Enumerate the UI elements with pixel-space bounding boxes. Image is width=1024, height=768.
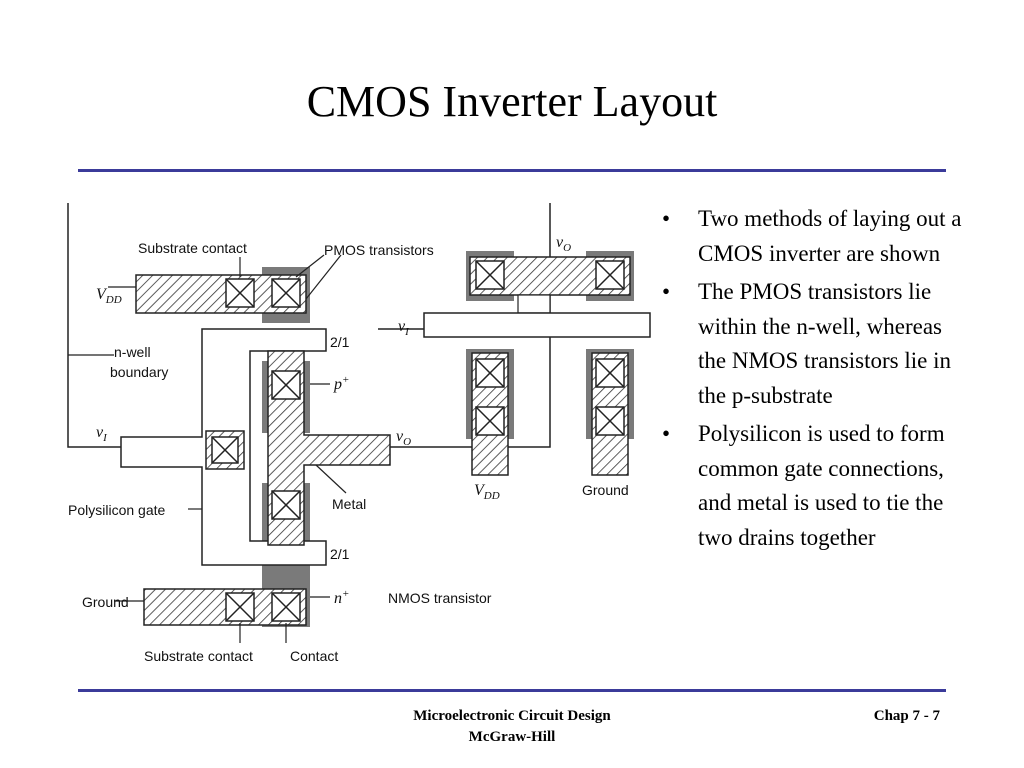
label-p-plus: p+: [333, 374, 349, 393]
label-vdd-left: VDD: [96, 286, 122, 306]
label-vo-right: vO: [556, 234, 571, 254]
label-n-plus: n+: [334, 588, 349, 607]
bullet-item: Two methods of laying out a CMOS inverte…: [662, 202, 967, 271]
bullet-item: The PMOS transistors lie within the n-we…: [662, 275, 967, 413]
label-pmos-transistors: PMOS transistors: [324, 242, 434, 258]
label-substrate-contact-bottom: Substrate contact: [144, 648, 253, 664]
label-substrate-contact-top: Substrate contact: [138, 240, 247, 256]
footer-publisher: McGraw-Hill: [468, 729, 556, 745]
bullet-list: Two methods of laying out a CMOS inverte…: [662, 202, 967, 559]
label-nwell-2: boundary: [110, 364, 168, 380]
label-vi-left: vI: [96, 424, 108, 444]
label-ratio-bottom: 2/1: [330, 546, 350, 562]
label-nwell-1: n-well: [114, 344, 151, 360]
label-ground-left: Ground: [82, 594, 129, 610]
label-contact: Contact: [290, 648, 338, 664]
cmos-layout-figure: Substrate contact PMOS transistors VDD n…: [66, 203, 656, 673]
footer-divider: [78, 689, 946, 692]
label-vi-right: vI: [398, 318, 410, 338]
label-vdd-right: VDD: [474, 482, 500, 502]
footer-course-title: Microelectronic Circuit Design: [413, 708, 611, 724]
footer-course: Microelectronic Circuit Design McGraw-Hi…: [372, 706, 652, 748]
title-divider: [78, 169, 946, 172]
label-metal: Metal: [332, 496, 366, 512]
contacts-left: [211, 278, 301, 622]
bullet-item: Polysilicon is used to form common gate …: [662, 417, 967, 555]
label-ground-right: Ground: [582, 482, 629, 498]
label-ratio-top: 2/1: [330, 334, 350, 350]
slide-title: CMOS Inverter Layout: [306, 77, 718, 126]
label-vo-left: vO: [396, 428, 411, 448]
contacts-right: [475, 260, 625, 436]
label-polysilicon-gate: Polysilicon gate: [68, 502, 165, 518]
leader-lines: [108, 254, 347, 643]
right-gate-poly: [423, 312, 651, 338]
footer-page-number: Chap 7 - 7: [873, 708, 940, 724]
label-nmos-transistor: NMOS transistor: [388, 590, 492, 606]
nwell-boundary-left: [67, 203, 121, 448]
right-pmos-poly-box-1: [517, 294, 551, 314]
